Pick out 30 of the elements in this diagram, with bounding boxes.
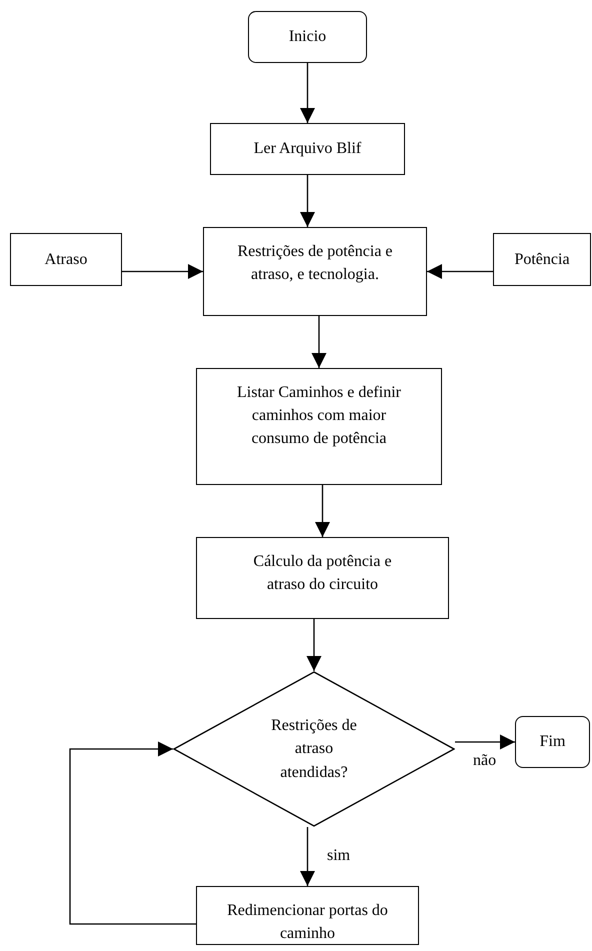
node-text: Restrições de potência e atraso, e tecnologia. bbox=[236, 242, 394, 286]
node-text: Atraso bbox=[44, 250, 88, 270]
node-text: Potência bbox=[513, 250, 571, 270]
node-text: Ler Arquivo Blif bbox=[252, 139, 362, 160]
arrow bbox=[69, 742, 196, 925]
arrow bbox=[306, 619, 322, 671]
process-box bbox=[203, 227, 427, 316]
process-box bbox=[10, 233, 122, 286]
arrow bbox=[300, 63, 315, 123]
process-box bbox=[493, 233, 591, 286]
node-text: Fim bbox=[538, 732, 566, 752]
arrow bbox=[427, 264, 493, 279]
terminal-box bbox=[248, 11, 367, 63]
process-box bbox=[196, 537, 449, 619]
node-text: Redimencionar portas do caminho bbox=[226, 901, 389, 944]
node-text: Restrições de atraso atendidas? bbox=[270, 716, 358, 783]
arrow bbox=[315, 485, 330, 537]
terminal-box bbox=[515, 716, 590, 768]
arrow bbox=[312, 316, 326, 368]
decision-diamond bbox=[173, 671, 455, 827]
process-box bbox=[196, 368, 442, 485]
node-text: Listar Caminhos e definir caminhos com maior consumo de potência bbox=[236, 383, 402, 450]
node-text: Cálculo da potência e atraso do circuito bbox=[252, 552, 393, 596]
arrow bbox=[300, 827, 315, 886]
process-box bbox=[196, 886, 419, 945]
arrow bbox=[300, 175, 315, 227]
node-text: Inicio bbox=[288, 27, 328, 48]
arrow bbox=[455, 734, 515, 750]
process-box bbox=[210, 123, 405, 175]
arrow bbox=[122, 264, 203, 279]
